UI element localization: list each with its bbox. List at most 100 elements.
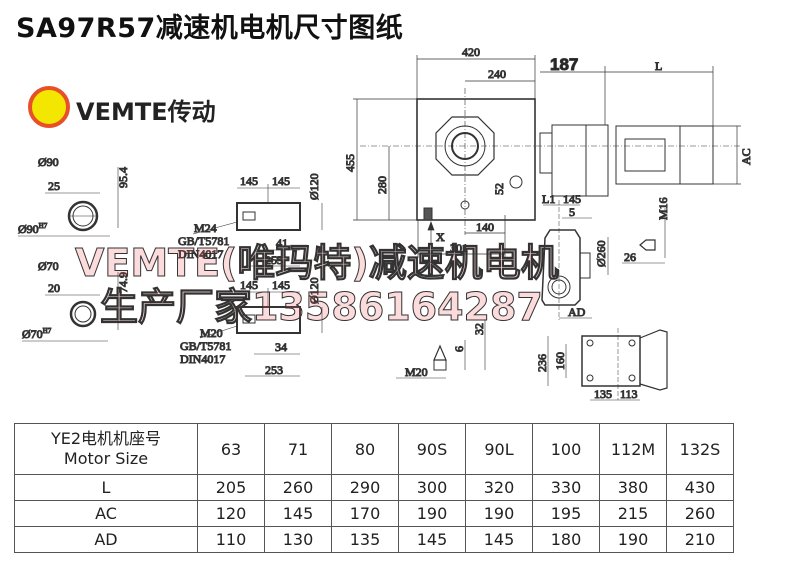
size-cell: 90L: [465, 423, 533, 475]
value-cell: 380: [599, 474, 667, 501]
shaft70-diameter: Ø70: [38, 259, 59, 273]
value-cell: 260: [264, 474, 332, 501]
bottom-236: 236: [535, 354, 549, 372]
technical-drawing: 420 240 187 L AC 455 280 52 140 301 X Ø9…: [18, 45, 754, 402]
dim-187: 187: [550, 55, 578, 74]
hollow-shaft-2: [199, 288, 323, 377]
hollow2-std2: DIN4017: [180, 352, 225, 366]
value-cell: 330: [532, 474, 600, 501]
side-AD: AD: [568, 305, 586, 319]
value-cell: 190: [599, 526, 667, 553]
value-cell: 210: [666, 526, 734, 553]
shaft90-bore: Ø90H7: [18, 222, 48, 236]
hollow2-depth: 34: [275, 340, 287, 354]
table-row-AC: AC 120 145 170 190 190 195 215 260: [14, 500, 734, 527]
main-dimensions: [353, 55, 741, 258]
row-label: AD: [14, 526, 198, 553]
value-cell: 120: [197, 500, 265, 527]
dim-301: 301: [450, 241, 468, 255]
hollow1-length: 253: [265, 253, 283, 267]
shaft70-key: 20: [48, 281, 60, 295]
value-cell: 430: [666, 474, 734, 501]
bolt-m16: [622, 208, 666, 264]
hollow2-std1: GB/T5781: [180, 339, 231, 353]
watermark-line1: VEMTE(唯玛特)减速机电机: [75, 241, 559, 285]
hollow2-dia: Ø120: [307, 277, 321, 304]
dim-L: L: [655, 59, 662, 73]
hollow1-std2: DIN4017: [178, 247, 223, 261]
value-cell: 170: [331, 500, 399, 527]
shaft-section-70: [22, 272, 119, 342]
dim-455: 455: [343, 154, 357, 172]
header-cn: YE2电机机座号: [50, 429, 162, 448]
value-cell: 130: [264, 526, 332, 553]
hollow1-std1: GB/T5781: [178, 234, 229, 248]
gearbox-bottom-view: [547, 328, 668, 401]
value-cell: 215: [599, 500, 667, 527]
row-label: AC: [14, 500, 198, 527]
view-x-label: X: [436, 230, 445, 244]
table-row-AD: AD 110 130 135 145 145 180 190 210: [14, 526, 734, 553]
value-cell: 180: [532, 526, 600, 553]
size-cell: 112M: [599, 423, 667, 475]
value-cell: 205: [197, 474, 265, 501]
header-motor-size: YE2电机机座号 Motor Size: [14, 423, 198, 475]
value-cell: 260: [666, 500, 734, 527]
bolt2-6: 6: [452, 346, 466, 352]
value-cell: 135: [331, 526, 399, 553]
shaft90-key: 25: [48, 179, 60, 193]
shaft90-height: 95.4: [116, 167, 130, 188]
shaft70-height: 74.9: [116, 272, 130, 293]
watermark-line2: 生产厂家13586164287: [100, 285, 543, 329]
hollow1-depth: 41: [276, 236, 288, 250]
size-cell: 71: [264, 423, 332, 475]
side-dia: Ø260: [594, 240, 608, 267]
hollow2-length: 253: [265, 363, 283, 377]
shaft-section-90: [18, 167, 119, 237]
bolt2-thread: M20: [405, 365, 428, 379]
hollow1-dia: Ø120: [307, 173, 321, 200]
dim-420: 420: [462, 45, 480, 59]
motor-size-table: YE2电机机座号 Motor Size 63 71 80 90S 90L 100…: [14, 423, 734, 553]
bottom-113: 113: [620, 387, 638, 401]
side-145: 145: [563, 192, 581, 206]
value-cell: 195: [532, 500, 600, 527]
value-cell: 145: [264, 500, 332, 527]
value-cell: 300: [398, 474, 466, 501]
hollow1-145a: 145: [240, 174, 258, 188]
shaft90-diameter: Ø90: [38, 155, 59, 169]
dim-280: 280: [375, 176, 389, 194]
bolt1-thread: M16: [656, 197, 670, 220]
header-en: Motor Size: [63, 449, 149, 468]
size-cell: 132S: [666, 423, 734, 475]
dim-52: 52: [492, 183, 506, 195]
bottom-160: 160: [553, 352, 567, 370]
shaft70-bore: Ø70H7: [22, 327, 52, 341]
gearbox-side-view: [541, 200, 609, 320]
dim-240: 240: [488, 67, 506, 81]
value-cell: 290: [331, 474, 399, 501]
dim-140: 140: [476, 220, 494, 234]
hollow1-145b: 145: [272, 174, 290, 188]
gearmotor-front-view: [360, 88, 740, 235]
hollow2-thread: M20: [200, 326, 223, 340]
value-cell: 145: [465, 526, 533, 553]
value-cell: 320: [465, 474, 533, 501]
value-cell: 190: [398, 500, 466, 527]
side-L1: L1: [542, 192, 555, 206]
bolt1-length: 26: [624, 250, 636, 264]
size-cell: 63: [197, 423, 265, 475]
side-5: 5: [569, 205, 575, 219]
bolt2-32: 32: [472, 323, 486, 335]
row-label: L: [14, 474, 198, 501]
hollow1-thread: M24: [194, 221, 217, 235]
brand-name: VEMTE传动: [76, 98, 216, 126]
size-cell: 100: [532, 423, 600, 475]
dim-AC: AC: [739, 148, 753, 165]
value-cell: 190: [465, 500, 533, 527]
value-cell: 110: [197, 526, 265, 553]
size-cell: 80: [331, 423, 399, 475]
table-header-row: YE2电机机座号 Motor Size 63 71 80 90S 90L 100…: [14, 423, 734, 475]
hollow2-145b: 145: [272, 278, 290, 292]
